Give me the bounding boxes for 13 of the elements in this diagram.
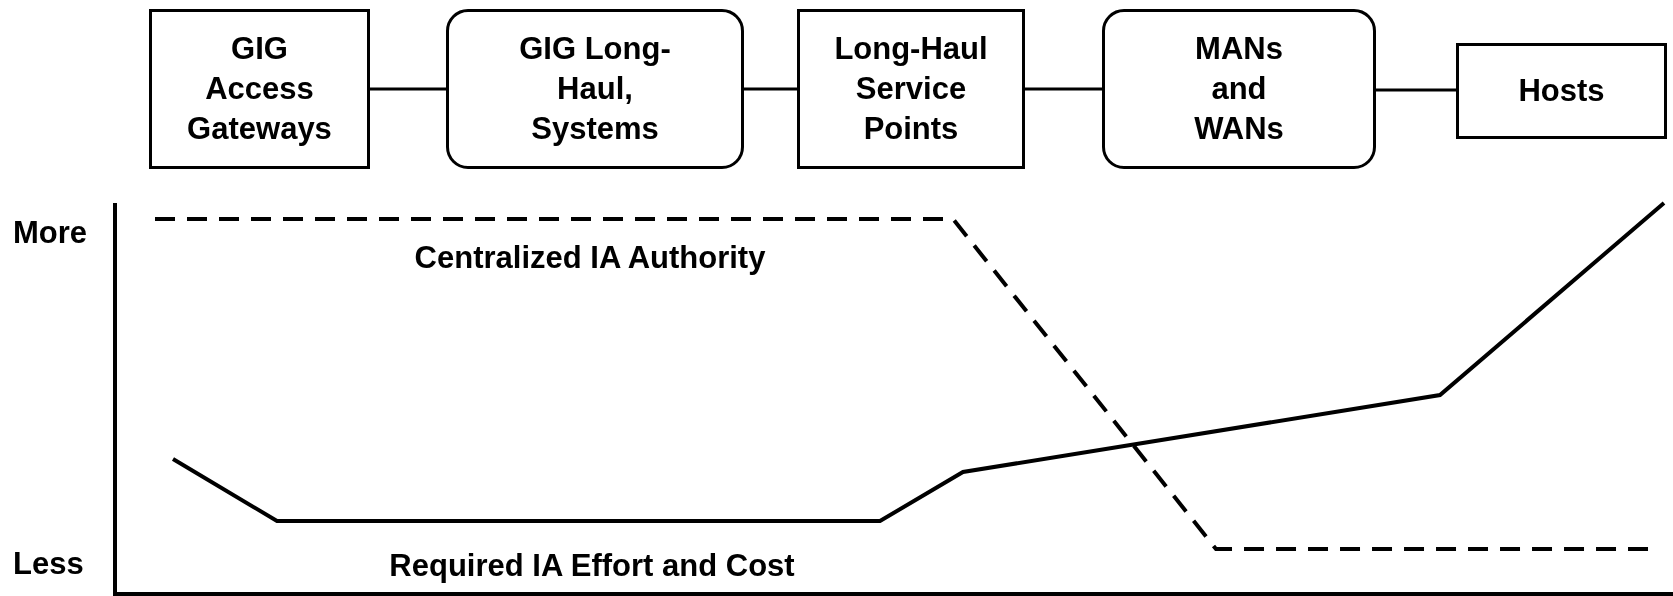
connector-line: [1025, 87, 1102, 91]
process-box: Long-Haul Service Points: [797, 9, 1025, 169]
rounded-box: MANs and WANs: [1102, 9, 1376, 169]
connector-line: [1376, 88, 1456, 92]
rounded-box: GIG Long-Haul, Systems: [446, 9, 744, 169]
axis-label: More: [13, 215, 88, 251]
process-box: Hosts: [1456, 43, 1667, 139]
axis-label: Less: [13, 546, 84, 582]
process-box: GIG Access Gateways: [149, 9, 370, 169]
curve-label: Required IA Effort and Cost: [389, 548, 795, 584]
curve-label: Centralized IA Authority: [414, 240, 766, 276]
connector-line: [370, 87, 446, 91]
connector-line: [744, 87, 797, 91]
